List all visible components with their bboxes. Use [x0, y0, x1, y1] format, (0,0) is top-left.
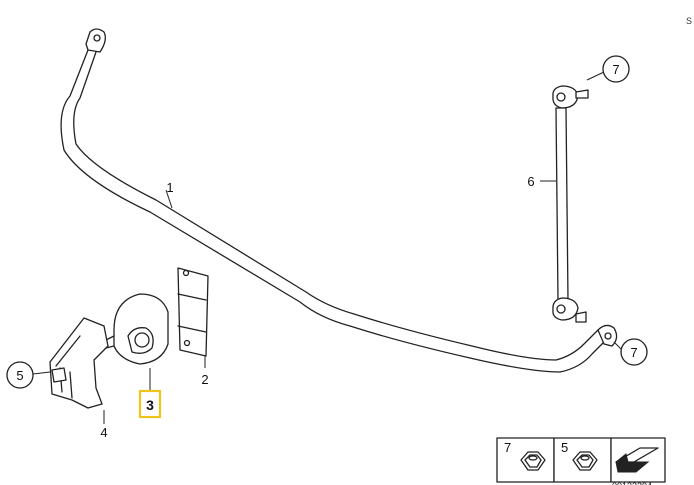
- highlight-box: [138, 389, 162, 419]
- clamp: [177, 267, 209, 357]
- label-bracket: 4: [100, 425, 107, 440]
- callout-rod-bottom-label: 7: [630, 345, 637, 360]
- corner-text: S: [686, 16, 692, 26]
- bar-end-eye-bottom: [597, 324, 618, 347]
- coupling-rod: [552, 85, 589, 323]
- label-stabilizer: 1: [166, 180, 173, 195]
- callout-rod-top-label: 7: [612, 62, 619, 77]
- legend-label-left: 7: [504, 440, 511, 455]
- stabilizer-bar: [60, 28, 618, 373]
- hardware-legend: 7 5 00133294: [496, 437, 666, 485]
- hex-nut-icon: [520, 451, 546, 471]
- label-bushing: 3: [146, 397, 154, 413]
- callout-bracket: [6, 361, 34, 389]
- callout-bracket-label: 5: [16, 368, 23, 383]
- hex-nut-icon: [572, 451, 598, 471]
- arrow-icon: [615, 447, 659, 473]
- bracket: [49, 317, 109, 409]
- diagram-part-number: 00133294: [612, 481, 652, 485]
- legend-label-right: 5: [561, 440, 568, 455]
- label-clamp: 2: [201, 372, 208, 387]
- callout-rod-bottom: [620, 338, 648, 366]
- rubber-bushing: [105, 293, 169, 365]
- label-link: 6: [527, 174, 534, 189]
- callout-rod-top: [602, 55, 630, 83]
